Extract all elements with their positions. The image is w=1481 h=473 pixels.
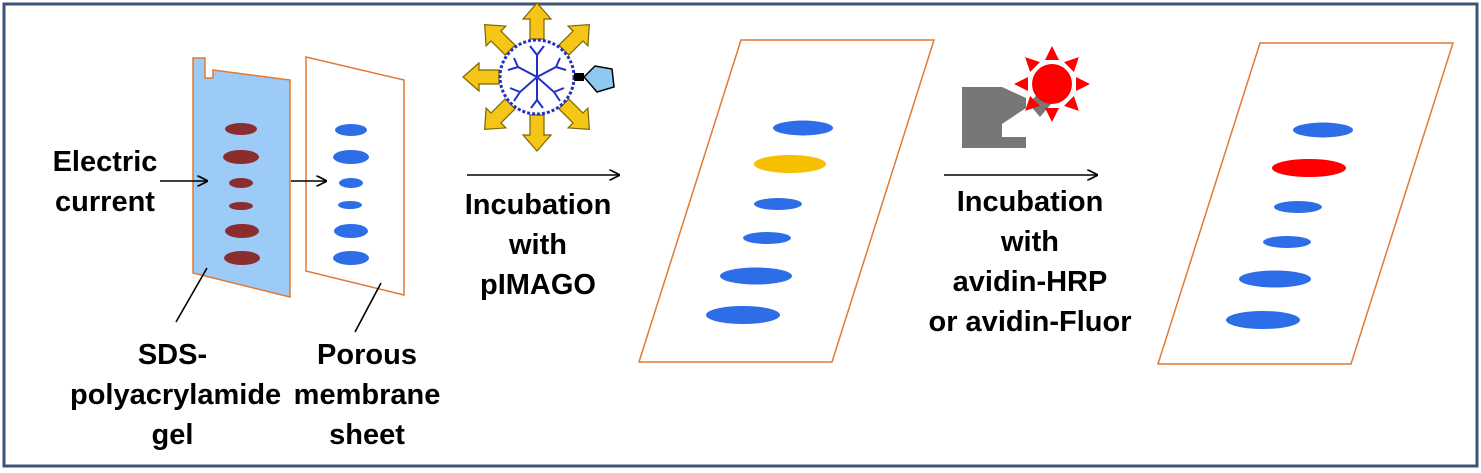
gel-label: SDS- polyacrylamide gel [70, 335, 282, 455]
membrane-bands [333, 124, 369, 265]
membrane-band [334, 224, 368, 238]
pimago-dendrimer-icon [462, 2, 615, 152]
membrane-band [335, 124, 367, 136]
gel-band [225, 123, 257, 135]
membrane-band [333, 251, 369, 265]
gel-band [224, 251, 260, 265]
protein-band [1293, 122, 1353, 138]
protein-band [743, 232, 791, 244]
protein-band [1226, 311, 1300, 329]
gel-label-line: gel [151, 419, 194, 451]
gel-bands [223, 123, 260, 265]
step2-label-line: Incubation [956, 186, 1104, 218]
protein-band [1274, 201, 1322, 213]
step2-label-line: or avidin-Fluor [928, 306, 1132, 338]
membrane-label-line: sheet [329, 419, 405, 451]
membrane-pointer-line [354, 282, 382, 333]
step1-label: Incubation with pIMAGO [440, 185, 636, 305]
protein-band [754, 198, 802, 210]
pimago-bands [706, 120, 833, 324]
membrane-band [338, 201, 362, 209]
step2-label-line: with [1001, 226, 1059, 258]
detected-bands [1226, 122, 1353, 329]
membrane-label-line: Porous [317, 339, 417, 371]
protein-band [773, 120, 833, 136]
step2-label: Incubation with avidin-HRP or avidin-Flu… [910, 182, 1150, 342]
phosphoprotein-pimago-band [754, 155, 826, 173]
step1-label-line: Incubation [464, 189, 612, 221]
gel-label-line: SDS- [137, 339, 208, 371]
sds-gel [192, 57, 291, 298]
membrane-label: Porous membrane sheet [277, 335, 457, 455]
membrane-band [333, 150, 369, 164]
step1-label-line: with [509, 229, 567, 261]
step1-label-line: pIMAGO [480, 269, 596, 301]
protein-band [1239, 270, 1311, 288]
gel-band [229, 202, 253, 210]
membrane-label-line: membrane [293, 379, 441, 411]
protein-band [706, 306, 780, 324]
membrane-band [339, 178, 363, 188]
electric-current-line: Electric [52, 146, 158, 178]
protein-band [720, 267, 792, 285]
electric-current-label: Electric current [16, 142, 194, 222]
avidin-hrp-icon [962, 46, 1090, 148]
gel-band [223, 150, 259, 164]
protein-band [1263, 236, 1311, 248]
gel-pointer-line [175, 267, 208, 323]
electric-current-line: current [55, 186, 155, 218]
gel-band [229, 178, 253, 188]
phosphoprotein-detected-band [1272, 159, 1346, 177]
porous-membrane [305, 56, 405, 296]
step2-label-line: avidin-HRP [952, 266, 1108, 298]
gel-label-line: polyacrylamide [70, 379, 282, 411]
gel-band [225, 224, 259, 238]
